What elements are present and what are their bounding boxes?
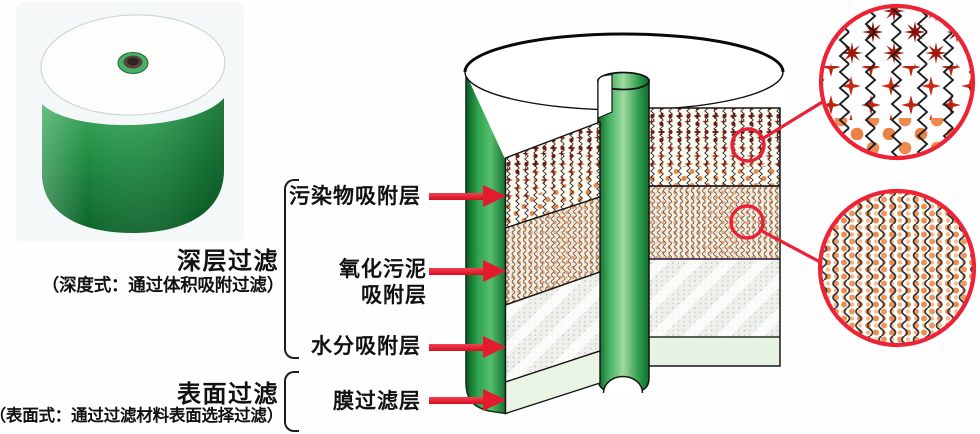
cartridge-body (40, 14, 226, 233)
cut-face-pollutant (504, 120, 601, 229)
core-tube (597, 71, 650, 394)
deep-filtration-title: 深层过滤 (177, 248, 279, 275)
layer-band-oxidized-sludge (649, 186, 780, 259)
cut-face-oxidized-sludge (504, 196, 601, 306)
surface-filtration-bracket (284, 371, 299, 432)
surface-filtration-title: 表面过滤 (177, 381, 279, 408)
label-oxidized-sludge-line2: 吸附层 (361, 284, 427, 307)
deep-filtration-bracket (284, 179, 299, 359)
surface-filtration-subtitle: （表面式：通过过滤材料表面选择过滤） (0, 407, 283, 425)
layer-band-moisture-adsorption (649, 259, 780, 337)
cut-face-moisture (504, 271, 601, 383)
arrow-moisture-layer (429, 336, 506, 358)
label-membrane-filter-layer: 膜过滤层 (333, 390, 421, 413)
label-pollutant-adsorption-layer: 污染物吸附层 (289, 185, 421, 208)
label-moisture-adsorption-layer: 水分吸附层 (311, 335, 421, 358)
magnifier-connectors (758, 99, 826, 265)
label-oxidized-sludge-adsorption-layer: 氧化污泥 吸附层 (339, 257, 427, 309)
magnifier-source-circle-sludge (729, 204, 765, 240)
arrow-pollutant-layer (429, 185, 506, 207)
layer-band-membrane (649, 337, 780, 366)
arrow-membrane-layer (429, 389, 506, 411)
filter-cartridge-photo (40, 14, 226, 233)
arrow-oxidized-sludge-layer (429, 260, 506, 282)
layer-stack-right (649, 107, 781, 367)
deep-filtration-subtitle: （深度式：通过体积吸附过滤） (41, 275, 284, 295)
cut-face-front (504, 120, 601, 415)
label-oxidized-sludge-line1: 氧化污泥 (339, 258, 427, 281)
layer-band-pollutant-adsorption (649, 108, 780, 186)
magnifier-source-circle-pollutant (730, 127, 766, 163)
magnified-view-pollutant-layer (818, 3, 976, 161)
magnified-view-sludge-layer (817, 188, 977, 348)
